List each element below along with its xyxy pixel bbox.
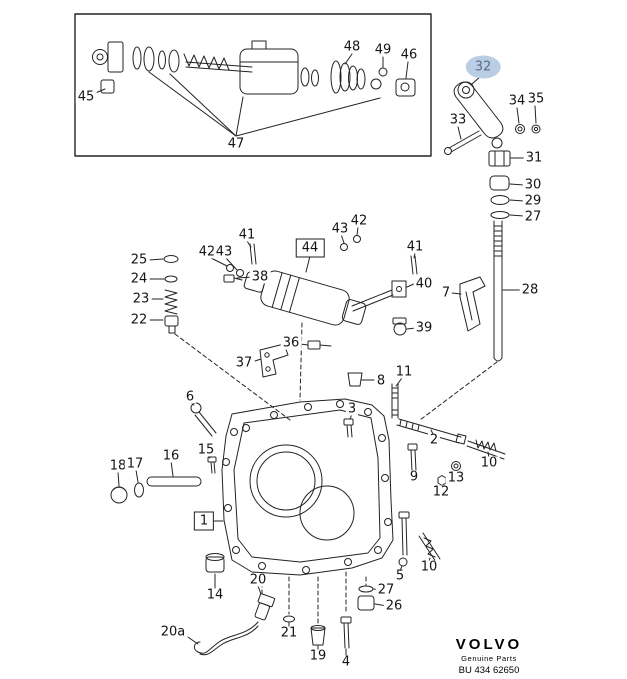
part-label-40: 40 [413, 276, 435, 292]
part-label-46: 46 [398, 47, 420, 63]
part-label-37: 37 [233, 355, 255, 371]
part-label-28: 28 [519, 282, 541, 298]
part-label-42: 42 [196, 244, 218, 260]
part-label-18: 18 [107, 458, 129, 474]
part-label-49: 49 [372, 42, 394, 58]
studs-and-bolts [189, 372, 506, 486]
part-label-11: 11 [393, 364, 415, 380]
part-label-29: 29 [522, 193, 544, 209]
part-label-26: 26 [383, 598, 405, 614]
part-label-41: 41 [236, 227, 258, 243]
part-label-13: 13 [445, 470, 467, 486]
part-code: BU 434 62650 [458, 665, 520, 676]
volvo-logo: VOLVO [455, 636, 523, 653]
part-label-33: 33 [447, 112, 469, 128]
part-label-45: 45 [75, 89, 97, 105]
part-label-5: 5 [393, 568, 407, 584]
part-label-32: 32 [465, 55, 501, 79]
part-label-31: 31 [523, 150, 545, 166]
part-label-42: 42 [348, 213, 370, 229]
part-label-39: 39 [413, 320, 435, 336]
part-label-48: 48 [341, 39, 363, 55]
genuine-parts-text: Genuine Parts [461, 654, 517, 663]
part-label-27: 27 [375, 582, 397, 598]
housing-plate [212, 398, 394, 576]
brand-footer: VOLVO Genuine Parts BU 434 62650 [441, 636, 537, 676]
inset-leader-lines [92, 53, 409, 137]
part-label-17: 17 [124, 456, 146, 472]
part-label-41: 41 [404, 239, 426, 255]
part-label-20: 20 [247, 572, 269, 588]
part-label-4: 4 [339, 654, 353, 670]
part-label-30: 30 [522, 177, 544, 193]
part-label-27: 27 [522, 209, 544, 225]
part-label-6: 6 [183, 389, 197, 405]
part-label-10: 10 [418, 559, 440, 575]
left-parts-stack [148, 255, 179, 334]
release-lever-assembly [444, 75, 541, 362]
part-label-22: 22 [128, 312, 150, 328]
bottom-parts [181, 511, 441, 657]
shaft-parts [110, 454, 217, 504]
part-label-14: 14 [204, 587, 226, 603]
part-label-20a: 20a [158, 624, 188, 640]
part-label-7: 7 [439, 285, 453, 301]
part-label-23: 23 [130, 291, 152, 307]
part-label-10: 10 [478, 455, 500, 471]
part-label-8: 8 [374, 373, 388, 389]
part-label-2: 2 [427, 432, 441, 448]
part-label-38: 38 [249, 269, 271, 285]
part-label-34: 34 [506, 93, 528, 109]
part-label-12: 12 [430, 484, 452, 500]
part-label-15: 15 [195, 442, 217, 458]
part-label-21: 21 [278, 625, 300, 641]
part-label-1: 1 [193, 511, 215, 531]
part-label-47: 47 [225, 136, 247, 152]
part-label-35: 35 [525, 91, 547, 107]
part-label-3: 3 [345, 401, 359, 417]
part-label-25: 25 [128, 252, 150, 268]
part-label-36: 36 [280, 335, 302, 351]
part-label-16: 16 [160, 448, 182, 464]
part-label-9: 9 [407, 469, 421, 485]
part-label-19: 19 [307, 648, 329, 664]
part-label-43: 43 [213, 244, 235, 260]
part-label-44: 44 [295, 238, 325, 258]
part-label-43: 43 [329, 221, 351, 237]
master-cylinder-assembly [92, 40, 416, 97]
inset-box [74, 13, 432, 157]
valve-assembly [210, 226, 418, 378]
part-label-24: 24 [128, 271, 150, 287]
